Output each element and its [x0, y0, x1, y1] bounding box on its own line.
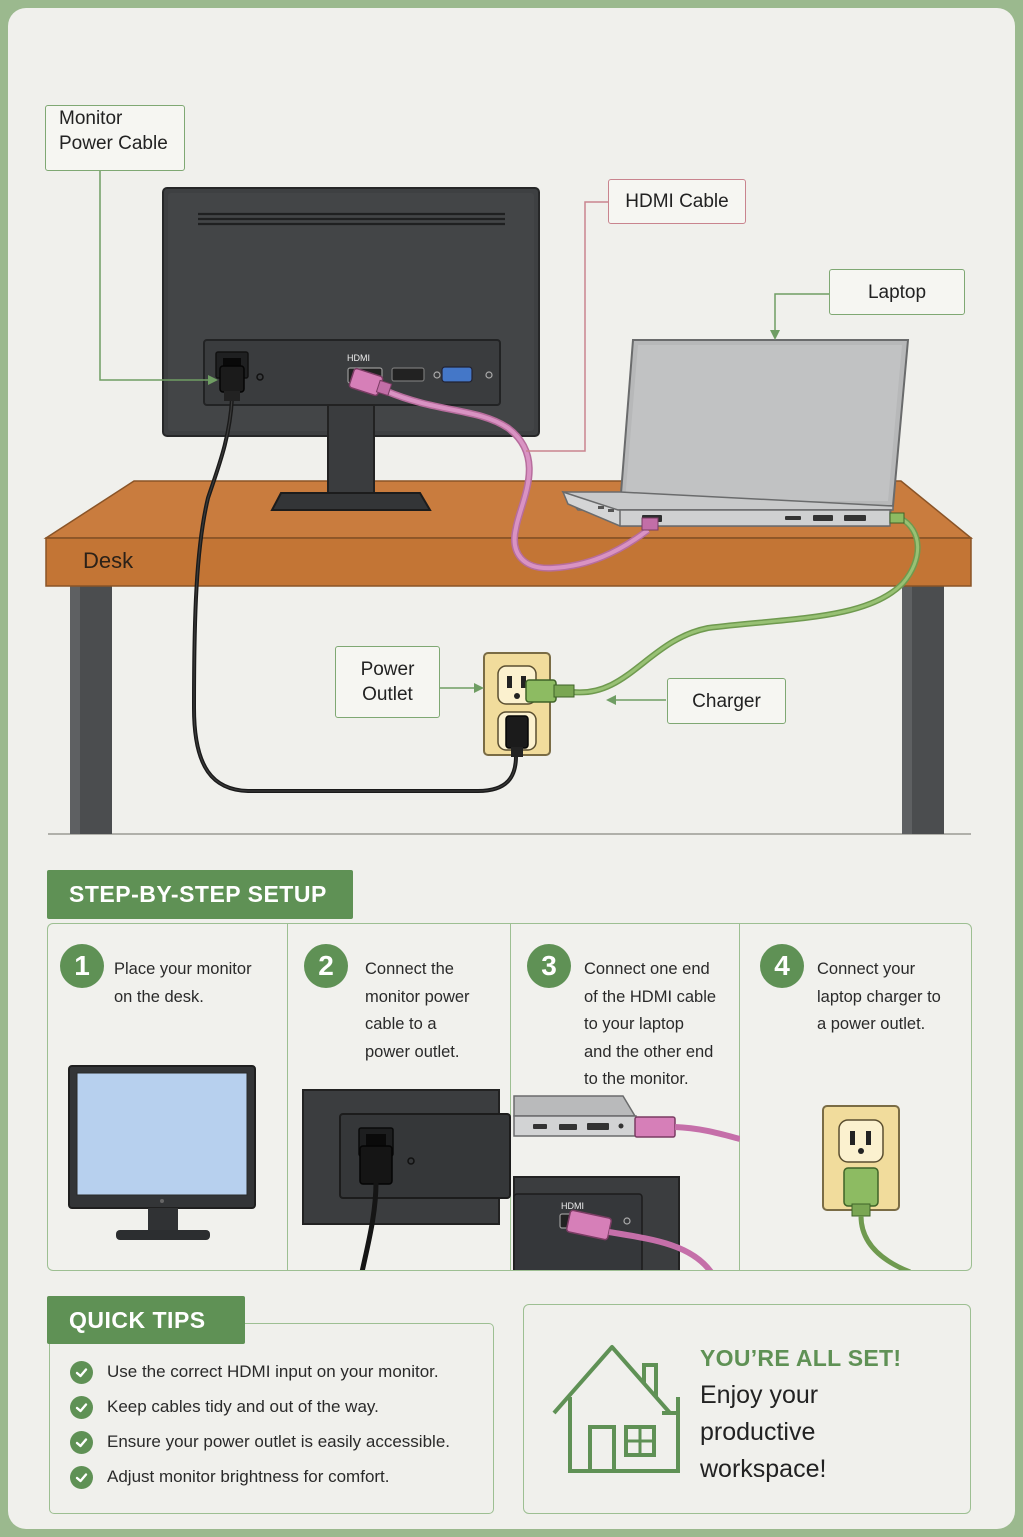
message-line: productive: [700, 1418, 816, 1446]
step-line: Connect your: [817, 960, 916, 978]
callout-monitor-power-cable: Monitor Power Cable: [45, 105, 185, 171]
callout-laptop: Laptop: [829, 269, 965, 315]
step-1: 1 Place your monitor on the desk.: [48, 924, 288, 1270]
tip-item: Keep cables tidy and out of the way.: [70, 1394, 379, 1420]
monitor: [162, 187, 540, 511]
all-set-panel: YOU’RE ALL SET! Enjoy your productive wo…: [523, 1304, 971, 1514]
tip-item: Use the correct HDMI input on your monit…: [70, 1359, 439, 1385]
step-line: and the other end: [584, 1042, 714, 1061]
tip-text: Ensure your power outlet is easily acces…: [107, 1432, 450, 1451]
all-set-title: YOU’RE ALL SET!: [700, 1345, 902, 1371]
step3-hdmi-port-label: HDMI: [561, 1201, 584, 1211]
check-icon: [70, 1360, 93, 1384]
check-icon: [70, 1430, 93, 1454]
step-number: 2: [304, 944, 348, 988]
desk-label: Desk: [83, 548, 134, 573]
message-line: workspace!: [700, 1455, 827, 1483]
callout-line: Monitor: [59, 108, 123, 129]
step-line: to your laptop: [584, 1015, 684, 1033]
page: HDMI: [8, 8, 1015, 1529]
check-icon: [70, 1465, 93, 1489]
tip-text: Use the correct HDMI input on your monit…: [107, 1362, 439, 1381]
callout-charger: Charger: [667, 678, 786, 724]
power-port-closeup-illustration: [302, 1089, 511, 1270]
house-icon: [552, 1345, 680, 1473]
step-text: Connect one end of the HDMI cable to you…: [584, 956, 716, 1094]
callout-label: Laptop: [867, 281, 927, 303]
step-number: 4: [760, 944, 804, 988]
step-line: cable to a: [365, 1015, 437, 1033]
step-text: Connect the monitor power cable to a pow…: [365, 956, 470, 1066]
step-line: laptop charger to: [817, 987, 941, 1006]
step-line: monitor power: [365, 987, 470, 1006]
callout-line: Outlet: [362, 684, 413, 705]
step-4: 4 Connect your laptop charger to a power…: [740, 924, 971, 1270]
step-line: to the monitor.: [584, 1070, 689, 1088]
hdmi-connection-illustration: [513, 1095, 740, 1270]
tip-item: Adjust monitor brightness for comfort.: [70, 1464, 390, 1490]
callout-power-outlet: Power Outlet: [335, 646, 440, 718]
step-line: Connect the: [365, 960, 454, 978]
callout-label: Charger: [692, 690, 761, 712]
check-icon: [70, 1395, 93, 1419]
monitor-front-illustration: [68, 1065, 256, 1240]
callout-label: HDMI Cable: [625, 191, 729, 212]
step-2: 2 Connect the monitor power cable to a p…: [288, 924, 511, 1270]
desk-front: [45, 537, 972, 587]
setup-diagram: HDMI: [43, 170, 974, 835]
step-text: Place your monitor on the desk.: [114, 956, 252, 1011]
tip-item: Ensure your power outlet is easily acces…: [70, 1429, 450, 1455]
charger-outlet-illustration: [822, 1105, 911, 1270]
step-line: Place your monitor: [114, 960, 252, 978]
callout-line: Power Cable: [59, 133, 168, 154]
monitor-hdmi-port-label: HDMI: [347, 353, 370, 363]
steps-title: STEP-BY-STEP SETUP: [47, 870, 353, 919]
tips-panel: Use the correct HDMI input on your monit…: [49, 1323, 494, 1514]
tip-text: Adjust monitor brightness for comfort.: [107, 1467, 390, 1486]
step-line: a power outlet.: [817, 1015, 926, 1033]
step-line: power outlet.: [365, 1042, 460, 1061]
all-set-message: Enjoy your productive workspace!: [700, 1377, 826, 1488]
step-number: 1: [60, 944, 104, 988]
step-text: Connect your laptop charger to a power o…: [817, 956, 941, 1039]
step-3: 3 Connect one end of the HDMI cable to y…: [511, 924, 740, 1270]
step-line: Connect one end: [584, 960, 710, 978]
tips-title: QUICK TIPS: [47, 1296, 245, 1344]
steps-panel: 1 Place your monitor on the desk. 2 Conn…: [47, 923, 972, 1271]
step-line: of the HDMI cable: [584, 987, 717, 1006]
tip-text: Keep cables tidy and out of the way.: [107, 1397, 379, 1416]
callout-hdmi-cable: HDMI Cable: [608, 179, 746, 224]
laptop: [561, 339, 910, 527]
step-number: 3: [527, 944, 571, 988]
callout-line: Power: [360, 659, 415, 680]
step-line: on the desk.: [114, 987, 204, 1006]
message-line: Enjoy your: [700, 1381, 819, 1409]
